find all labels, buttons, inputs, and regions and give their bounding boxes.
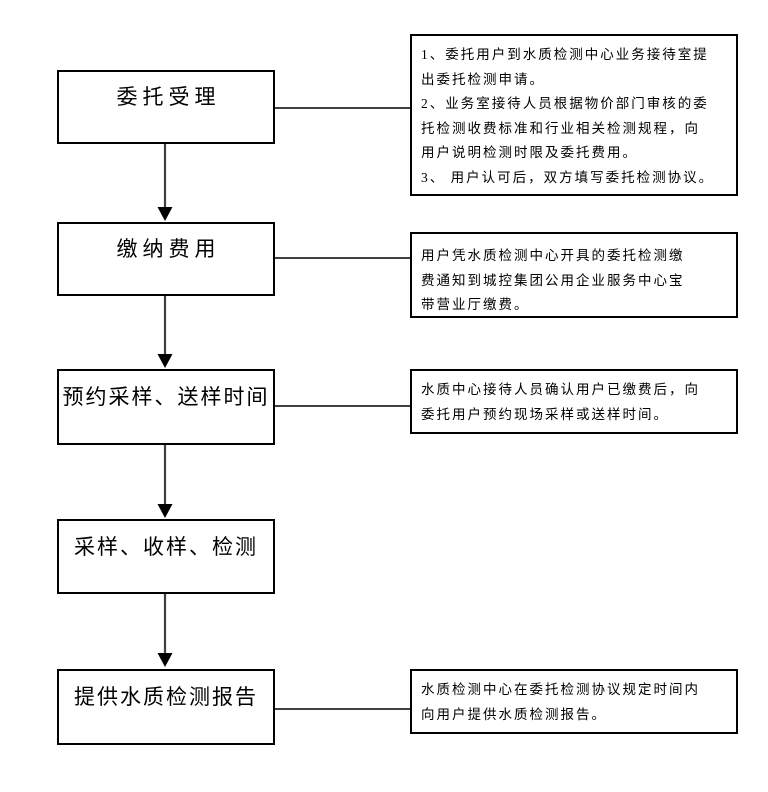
step-label: 提供水质检测报告: [74, 685, 258, 709]
note-text-line: 用户说明检测时限及委托费用。: [421, 145, 638, 160]
flow-step-commission-acceptance: 委托受理: [57, 70, 275, 144]
step-label: 预约采样、送样时间: [62, 385, 270, 409]
note-text-line: 水质中心接待人员确认用户已缴费后，向: [421, 382, 700, 397]
arrow-head-step1-step2: [157, 207, 173, 221]
note-text-line: 3、 用户认可后，双方填写委托检测协议。: [421, 169, 715, 185]
note-appointment-confirmation: 水质中心接待人员确认用户已缴费后，向 委托用户预约现场采样或送样时间。: [410, 369, 738, 434]
note-text-line: 2、业务室接待人员根据物价部门审核的委: [421, 96, 709, 111]
flow-step-sampling-receiving-testing: 采样、收样、检测: [57, 519, 275, 594]
note-payment-location: 用户凭水质检测中心开具的委托检测缴 费通知到城控集团公用企业服务中心宝 带营业厅…: [410, 232, 738, 318]
step-label: 委托受理: [116, 85, 221, 109]
note-text-line: 1、委托用户到水质检测中心业务接待室提: [421, 47, 709, 62]
note-text-line: 带营业厅缴费。: [421, 297, 530, 312]
step-label: 采样、收样、检测: [74, 534, 258, 559]
arrow-head-step2-step3: [157, 354, 173, 368]
note-text-line: 用户凭水质检测中心开具的委托检测缴: [421, 248, 685, 263]
flow-step-pay-fees: 缴纳费用: [57, 222, 275, 296]
note-report-delivery: 水质检测中心在委托检测协议规定时间内 向用户提供水质检测报告。: [410, 669, 738, 734]
arrow-head-step4-step5: [157, 653, 173, 667]
note-text-line: 托检测收费标准和行业相关检测规程，向: [421, 120, 700, 136]
note-commission-procedure: 1、委托用户到水质检测中心业务接待室提 出委托检测申请。 2、业务室接待人员根据…: [410, 34, 738, 196]
note-text-line: 水质检测中心在委托检测协议规定时间内: [421, 682, 700, 697]
flow-step-provide-report: 提供水质检测报告: [57, 669, 275, 745]
arrow-head-step3-step4: [157, 504, 173, 518]
flow-step-schedule-sampling-time: 预约采样、送样时间: [57, 369, 275, 445]
note-text-line: 委托用户预约现场采样或送样时间。: [421, 406, 669, 422]
note-text-line: 费通知到城控集团公用企业服务中心宝: [421, 272, 685, 288]
step-label: 缴纳费用: [116, 237, 221, 261]
note-text-line: 向用户提供水质检测报告。: [421, 706, 607, 722]
note-text-line: 出委托检测申请。: [421, 71, 545, 87]
